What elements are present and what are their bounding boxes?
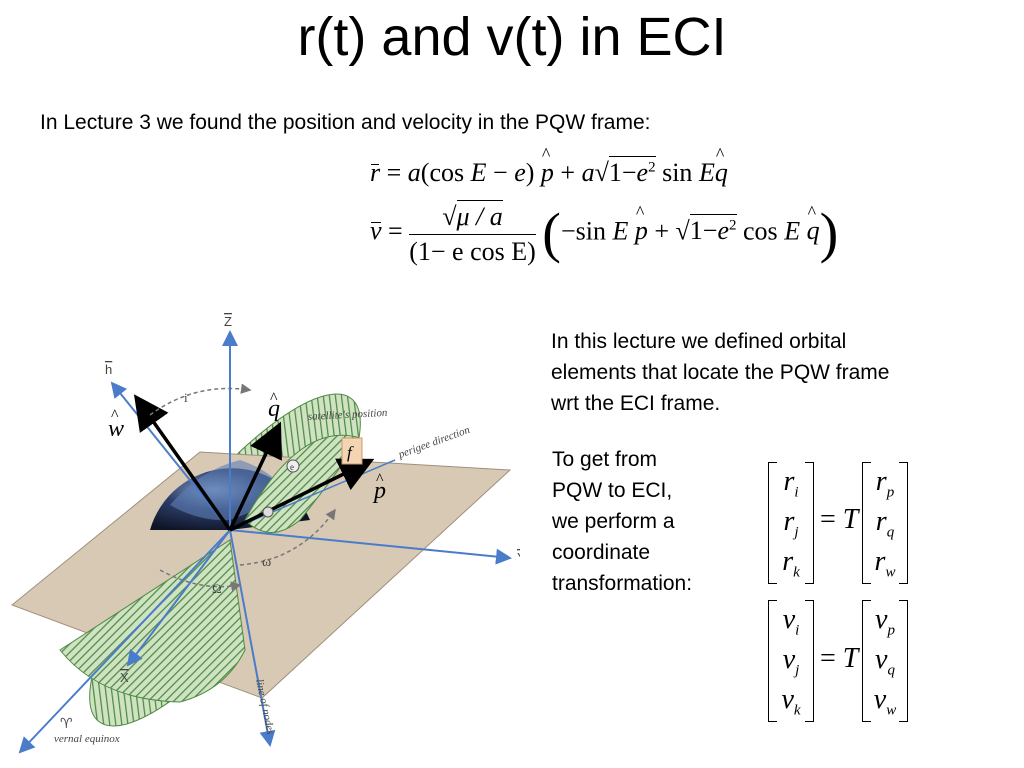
true-anomaly-label: f [347,443,354,462]
satellite-position-label: satellite's position [308,407,389,423]
e-vector-label: e [290,462,294,472]
x-axis-label: X [120,670,129,685]
h-axis-label: h [105,362,112,377]
true-anomaly-box [341,437,363,465]
nodes-back-line [18,529,231,754]
r-eci-vector: ri rj rk [768,462,814,584]
velocity-equation: v = √μ / a (1− e cos E) (−sin E p + √1−e… [370,200,838,267]
slide-title: r(t) and v(t) in ECI [297,7,727,67]
v-transform-equals: = T [820,643,859,674]
satellite-marker [262,506,274,518]
x-axis-line [126,529,231,667]
omega-label: ω [262,555,271,570]
z-axis-label: Z [224,314,232,329]
Omega-label: Ω [212,581,222,596]
perigee-direction-label: perigee direction [396,424,472,461]
velocity-fraction: √μ / a (1− e cos E) [409,200,536,266]
y-axis-label: Y [517,550,520,565]
w-hat-vector [133,394,232,532]
omega-arc [239,508,336,566]
q-hat-vector [228,421,282,531]
position-equation: r = a(cos E − e) p + a√1−e2 sin Eq [370,144,728,188]
y-axis-line [229,529,512,565]
r-pqw-vector: rp rq rw [862,462,908,584]
svg-text:^: ^ [111,407,119,424]
svg-text:^: ^ [376,471,384,488]
Omega-arc [159,569,242,592]
inclination-label: i [184,390,188,405]
w-hat-label: w [108,416,124,442]
orbit-diagram: f e Z h Y X w ^ q ^ p ^ i ω Ω satellite'… [11,314,520,754]
orbital-elements-paragraph: In this lecture we defined orbital eleme… [551,330,890,415]
vernal-symbol: ♈ [60,716,73,732]
svg-text:^: ^ [270,390,278,407]
q-hat-label: q [268,396,280,422]
p-hat-label: p [372,478,386,504]
e-vector-marker [286,459,300,473]
h-axis-line [110,381,231,531]
transformation-paragraph: To get from PQW to ECI, we perform a coo… [552,448,693,595]
r-transform-equals: = T [820,504,859,535]
p-hat-vector [229,458,375,532]
v-pqw-vector: vp vq vw [862,600,908,722]
inclination-arc [149,383,252,416]
line-of-nodes-line [229,529,276,747]
v-eci-vector: vi vj vk [768,600,814,722]
intro-text: In Lecture 3 we found the position and v… [40,111,651,134]
vernal-equinox-label: vernal equinox [54,733,120,745]
